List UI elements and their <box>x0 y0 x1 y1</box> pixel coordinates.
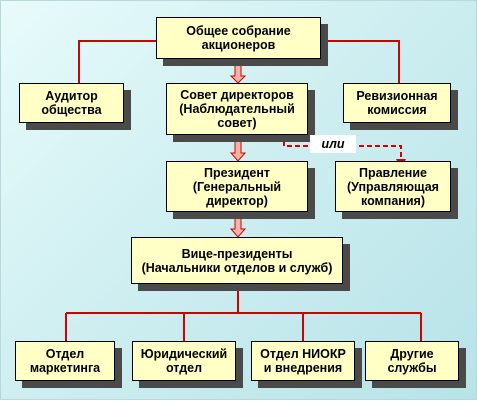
shareholders-meeting-box: Общее собрание акционеров <box>156 17 321 59</box>
connector-vp-departments <box>65 284 422 341</box>
marketing-dept-box: Отдел маркетинга <box>15 341 115 381</box>
down-arrow-2 <box>229 134 247 162</box>
connector-shareholders-auditor <box>78 40 156 91</box>
legal-dept-box: Юридический отдел <box>132 341 236 381</box>
connector-board-management-dashed <box>283 133 402 161</box>
down-arrow-3 <box>229 211 247 238</box>
rnd-dept-box: Отдел НИОКР и внедрения <box>251 341 355 381</box>
audit-commission-box: Ревизионная комиссия <box>343 83 451 123</box>
president-box: Президент (Генеральный директор) <box>166 161 308 212</box>
management-board-box: Правление (Управляющая компания) <box>335 161 451 212</box>
vice-presidents-box: Вице-президенты (Начальники отделов и сл… <box>131 237 343 284</box>
auditor-box: Аудитор общества <box>19 83 124 123</box>
connector-shareholders-commission <box>321 40 400 83</box>
board-of-directors-box: Совет директоров (Наблюдательный совет) <box>166 83 308 135</box>
down-arrow-1 <box>229 58 247 84</box>
or-label: или <box>310 135 356 153</box>
other-services-box: Другие службы <box>365 341 459 381</box>
